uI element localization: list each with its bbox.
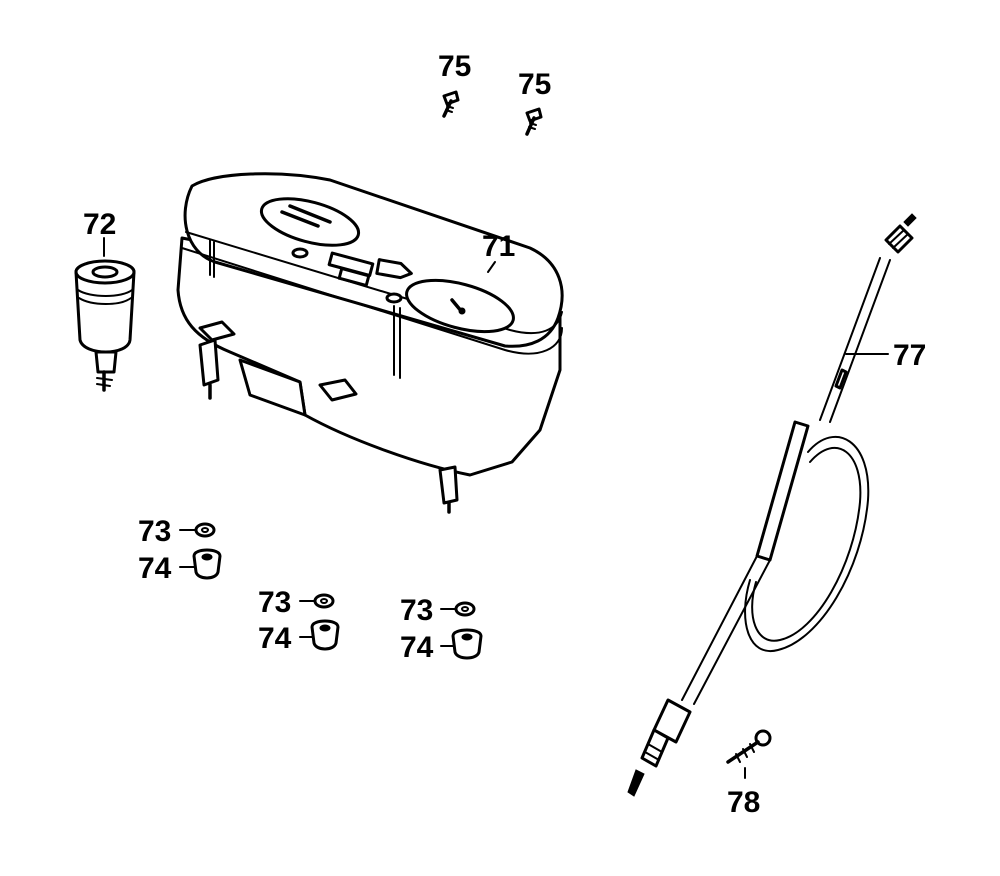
callout-71: 71 (482, 230, 515, 263)
callout-72: 72 (83, 208, 116, 241)
callout-75-right: 75 (518, 68, 551, 101)
callout-74-c: 74 (400, 631, 434, 664)
washer-73-c (440, 601, 476, 617)
screw-75-left (442, 90, 460, 118)
callout-73-a: 73 (138, 515, 171, 548)
screw-75-right (525, 107, 543, 136)
callout-77: 77 (893, 339, 926, 372)
callout-73-b: 73 (258, 586, 291, 619)
speedometer-cable-77 (627, 213, 917, 797)
callout-73-c: 73 (400, 594, 433, 627)
grommet-74-b (299, 619, 340, 651)
callout-74-b: 74 (258, 622, 292, 655)
callout-74-a: 74 (138, 552, 172, 585)
grommet-74-a (179, 548, 222, 580)
callout-78: 78 (727, 786, 760, 819)
grommet-74-c (440, 628, 483, 660)
washer-73-a (179, 522, 216, 538)
callout-75-left: 75 (438, 50, 471, 83)
screw-78 (726, 729, 772, 779)
washer-73-b (299, 593, 335, 609)
bulb-socket-72 (74, 237, 136, 392)
instrument-cluster-71 (176, 172, 564, 514)
